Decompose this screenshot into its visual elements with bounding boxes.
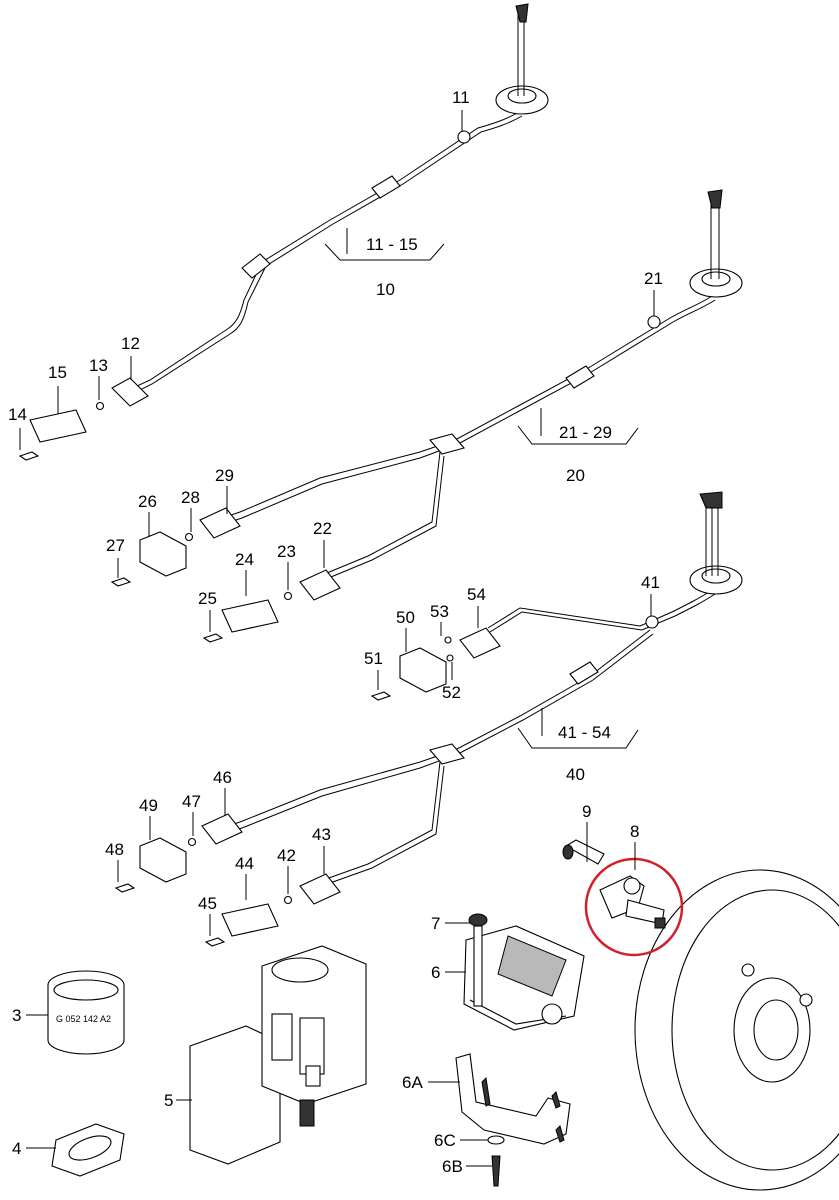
callout-11: 11 [452, 88, 470, 107]
callout-10: 10 [376, 280, 395, 299]
clamp-3: G 052 142 A2 [47, 970, 125, 1055]
wire-ends-40 [699, 491, 723, 509]
callout-53: 53 [430, 602, 449, 621]
seal-28 [184, 532, 194, 542]
callout-54: 54 [467, 585, 486, 604]
bolt-9 [562, 839, 605, 865]
callout-50: 50 [396, 608, 415, 627]
callout-41-54: 41 - 54 [558, 723, 611, 742]
callout-48: 48 [105, 840, 124, 859]
nut-7 [468, 913, 488, 927]
terminal-25 [202, 633, 224, 643]
connector-46 [201, 813, 243, 845]
callout-28: 28 [181, 488, 200, 507]
callout-11-15: 11 - 15 [366, 235, 418, 254]
callout-6c: 6C [434, 1131, 456, 1150]
callout-22: 22 [313, 519, 332, 538]
seal-52 [446, 654, 454, 662]
abs-unit-5 [189, 945, 367, 1165]
callout-23: 23 [277, 542, 296, 561]
seal-53 [444, 636, 452, 644]
clip-11 [457, 130, 471, 144]
terminal-48 [114, 883, 136, 893]
callout-12: 12 [121, 334, 140, 353]
housing-50 [399, 647, 447, 693]
connector-22 [299, 569, 341, 601]
callout-24: 24 [235, 550, 254, 569]
callout-45: 45 [198, 894, 217, 913]
callout-20: 20 [566, 466, 585, 485]
callout-40: 40 [566, 765, 585, 784]
callout-5: 5 [164, 1091, 173, 1110]
connector-29 [199, 507, 241, 539]
terminal-51 [370, 691, 392, 701]
wire-ends-20 [707, 189, 723, 209]
callout-4: 4 [12, 1139, 21, 1158]
callout-8: 8 [630, 822, 639, 841]
harness-20 [110, 189, 743, 643]
connector-12 [111, 377, 149, 407]
callout-3: 3 [12, 1006, 21, 1025]
callout-21: 21 [644, 269, 663, 288]
speed-sensor-8 [599, 875, 666, 929]
callout-43: 43 [312, 825, 331, 844]
callout-46: 46 [213, 768, 232, 787]
seal-42 [283, 895, 293, 905]
harness-10 [18, 3, 549, 461]
group-brackets [324, 228, 639, 749]
callout-9: 9 [582, 802, 591, 821]
bracket-6a [455, 1053, 571, 1187]
harness-sleeve-10 [371, 175, 401, 199]
callout-47: 47 [182, 792, 201, 811]
screw-6b [491, 1155, 501, 1187]
wire-ends-10 [515, 3, 529, 23]
callout-41: 41 [641, 573, 660, 592]
clamp-marking: G 052 142 A2 [56, 1014, 111, 1024]
callout-leaders [19, 110, 655, 1167]
housing-26 [139, 531, 187, 577]
seal-13 [95, 401, 105, 411]
seal-47 [187, 837, 197, 847]
terminal-45 [204, 937, 226, 947]
callout-27: 27 [106, 536, 125, 555]
callout-13: 13 [89, 356, 108, 375]
callout-6b: 6B [442, 1157, 463, 1176]
housing-44 [221, 903, 279, 937]
brake-disc [634, 869, 839, 1191]
callout-29: 29 [215, 466, 234, 485]
highlight-circle-8 [584, 857, 684, 957]
callout-6: 6 [431, 963, 440, 982]
callout-labels: 11 11 - 15 10 12 13 15 14 21 21 - 29 20 … [8, 88, 663, 1176]
terminal-14 [18, 451, 40, 461]
housing-15 [29, 409, 87, 443]
harness-40 [114, 491, 743, 947]
callout-6a: 6A [402, 1073, 423, 1092]
callout-14: 14 [8, 405, 27, 424]
callout-44: 44 [235, 854, 254, 873]
callout-52: 52 [442, 683, 461, 702]
callout-7: 7 [431, 914, 440, 933]
washer-6c [487, 1135, 505, 1145]
callout-15: 15 [48, 363, 67, 382]
terminal-27 [110, 577, 132, 587]
clip-21 [647, 315, 661, 329]
callout-51: 51 [364, 649, 383, 668]
housing-24 [221, 599, 279, 633]
clip-41 [645, 615, 659, 629]
callout-26: 26 [138, 492, 157, 511]
control-unit-6 [463, 913, 585, 1031]
callout-21-29: 21 - 29 [559, 423, 612, 442]
callout-49: 49 [139, 796, 158, 815]
callout-42: 42 [277, 846, 296, 865]
seal-23 [283, 591, 293, 601]
housing-49 [139, 837, 187, 883]
connector-43 [299, 873, 341, 905]
grommet-4 [51, 1123, 125, 1177]
connector-54 [459, 627, 501, 659]
callout-25: 25 [198, 589, 217, 608]
